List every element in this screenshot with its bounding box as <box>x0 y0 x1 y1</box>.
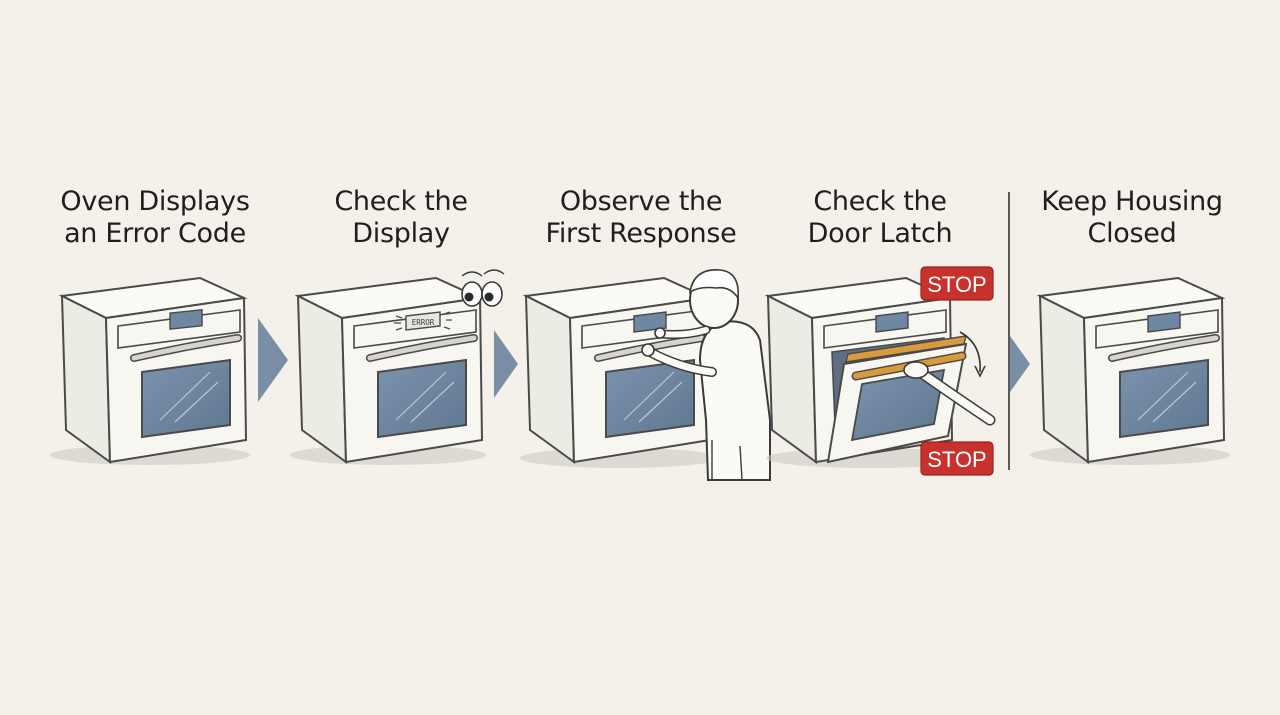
oven-step-4 <box>764 276 996 468</box>
error-display-text: ERROR <box>412 318 435 327</box>
step-2-title: Check the Display <box>291 186 511 250</box>
stop-badge-bottom: STOP <box>920 441 994 476</box>
arrow-icon-2 <box>494 330 518 398</box>
arrow-icon-3 <box>1010 336 1030 392</box>
step-5-title: Keep Housing Closed <box>1022 186 1242 250</box>
step-2-title-line1: Check the <box>334 186 468 217</box>
step-4-title: Check the Door Latch <box>770 186 990 250</box>
step-5-title-line2: Closed <box>1087 218 1177 249</box>
oven-step-2: ERROR <box>290 269 505 465</box>
person-figure <box>641 269 771 481</box>
stop-badge-bottom-text: STOP <box>927 447 987 472</box>
step-2-title-line2: Display <box>352 218 450 249</box>
oven-1-display <box>169 308 203 330</box>
arrow-icon-1 <box>258 318 288 402</box>
step-3-title: Observe the First Response <box>531 186 751 250</box>
error-display: ERROR <box>394 311 452 331</box>
oven-step-5 <box>1030 276 1230 465</box>
stop-badge-top-text: STOP <box>927 272 987 297</box>
step-1-title: Oven Displays an Error Code <box>45 186 265 250</box>
step-1-title-line1: Oven Displays <box>60 186 250 217</box>
eyes-icon <box>461 269 505 307</box>
oven-step-3 <box>520 276 720 468</box>
stop-badge-top: STOP <box>920 266 994 301</box>
step-3-title-line2: First Response <box>545 218 737 249</box>
step-1-title-line2: an Error Code <box>64 218 246 249</box>
step-5-title-line1: Keep Housing <box>1041 186 1223 217</box>
step-4-title-line2: Door Latch <box>807 218 953 249</box>
oven-step-1 <box>50 276 250 465</box>
step-3-title-line1: Observe the <box>559 186 723 217</box>
step-4-title-line1: Check the <box>813 186 947 217</box>
